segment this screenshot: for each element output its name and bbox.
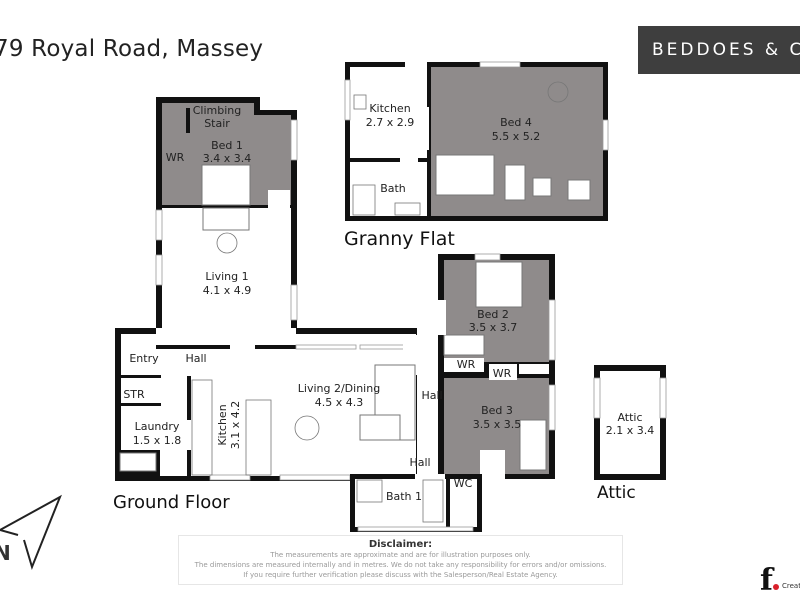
laundry-size: 1.5 x 1.8	[133, 434, 182, 447]
bed2-label: Bed 2	[477, 308, 509, 321]
attic-room-size: 2.1 x 3.4	[606, 424, 655, 437]
compass-letter: N	[0, 541, 11, 565]
granny-flat: Kitchen 2.7 x 2.9 Bath Bed 4 5.5 x 5.2 G…	[344, 61, 609, 250]
brand-dot-icon	[773, 584, 779, 590]
disclaimer-line: The measurements are approximate and are…	[270, 551, 531, 559]
hall1-label: Hall	[185, 352, 206, 365]
bed3-size: 3.5 x 3.5	[473, 418, 522, 431]
wc-label: WC	[454, 477, 473, 490]
brand-mark-logo: f	[760, 563, 773, 598]
ground-floor-main: Entry Hall STR Laundry 1.5 x 1.8 Kitchen…	[115, 328, 422, 481]
entry-label: Entry	[129, 352, 159, 365]
bed1-size: 3.4 x 3.4	[203, 152, 252, 165]
kitchen-size: 3.1 x 4.2	[229, 401, 242, 450]
str-label: STR	[123, 388, 145, 401]
disclaimer-box: Disclaimer: The measurements are approxi…	[178, 535, 623, 585]
living1-size: 4.1 x 4.9	[203, 284, 252, 297]
living2-label: Living 2/Dining	[298, 382, 380, 395]
bed4-size: 5.5 x 5.2	[492, 130, 541, 143]
bedroom-wing: Bed 2 3.5 x 3.7 WR WR Bed 3 3.5 x 3.5 Ha…	[409, 253, 556, 480]
hall2-label: Hall	[421, 389, 442, 402]
climbing-stair-label-2: Stair	[204, 117, 230, 130]
compass-north-arrow-icon: N	[0, 494, 62, 571]
wr2-label: WR	[457, 358, 476, 371]
attic-label: Attic	[597, 483, 636, 503]
climbing-stair-label: Climbing	[193, 104, 242, 117]
attic-room-label: Attic	[617, 411, 642, 424]
attic-block: Attic 2.1 x 3.4 Attic	[593, 365, 667, 503]
bed2-size: 3.5 x 3.7	[469, 321, 518, 334]
bed3-label: Bed 3	[481, 404, 513, 417]
ground-floor-label: Ground Floor	[113, 492, 230, 513]
bed4-label: Bed 4	[500, 116, 532, 129]
ground-floor-north-wing: Climbing Stair WR Bed 1 3.4 x 3.4 Living…	[155, 97, 298, 350]
agency-logo: BEDDOES & CO	[638, 26, 800, 74]
living2-size: 4.5 x 4.3	[315, 396, 364, 409]
granny-bath-label: Bath	[380, 182, 406, 195]
disclaimer-line: The dimensions are measured internally a…	[194, 561, 607, 569]
hall3-label: Hall	[409, 456, 430, 469]
disclaimer-heading: Disclaimer:	[368, 539, 433, 550]
bath1-block: Bath 1 WC	[350, 474, 482, 532]
disclaimer-line: If you require further verification plea…	[243, 571, 558, 579]
laundry-label: Laundry	[135, 420, 180, 433]
kitchen-label: Kitchen	[216, 404, 229, 445]
brand-text: Create	[782, 582, 800, 590]
granny-kitchen-size: 2.7 x 2.9	[366, 116, 415, 129]
bath1-label: Bath 1	[386, 490, 422, 503]
bed1-label: Bed 1	[211, 139, 243, 152]
granny-kitchen-label: Kitchen	[369, 102, 410, 115]
property-address-title: 79 Royal Road, Massey	[0, 36, 264, 62]
living1-label: Living 1	[205, 270, 248, 283]
granny-flat-label: Granny Flat	[344, 228, 455, 250]
wr1-label: WR	[166, 151, 185, 164]
wr3-label: WR	[493, 367, 512, 380]
